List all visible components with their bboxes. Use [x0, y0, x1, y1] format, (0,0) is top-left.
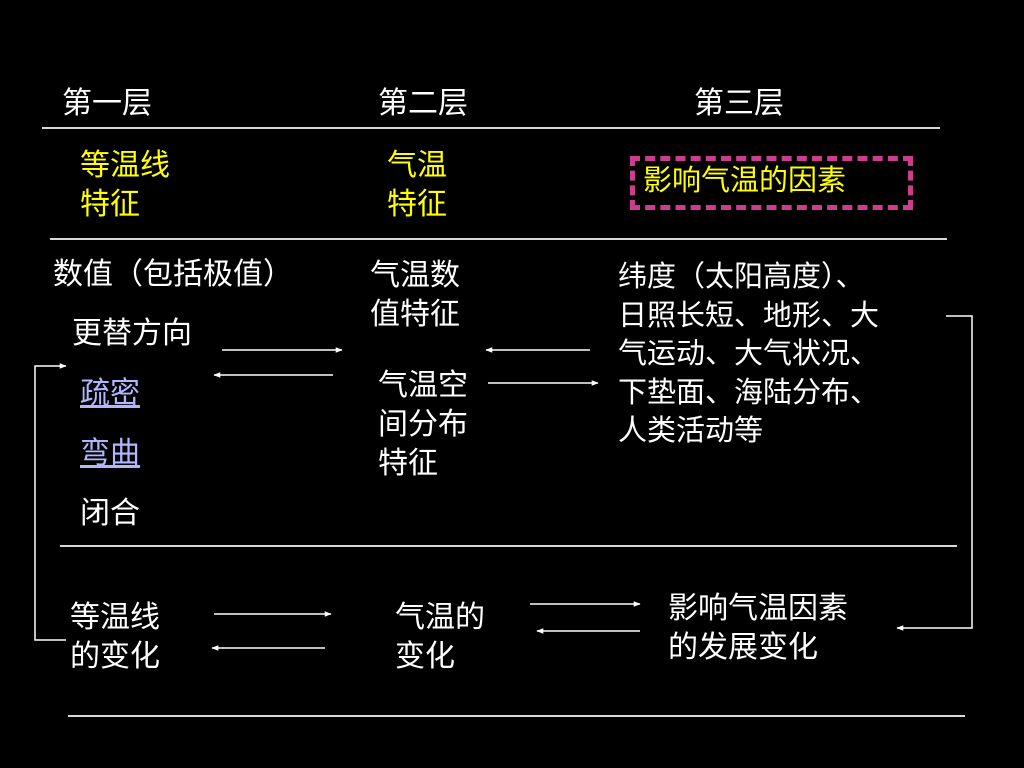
item-curvature-link[interactable]: 弯曲 — [80, 436, 140, 471]
isotherm-change: 等温线 的变化 — [70, 600, 160, 674]
factors-highlight-box — [630, 156, 913, 210]
temperature-features: 气温 特征 — [387, 148, 447, 222]
header-layer-1: 第一层 — [62, 86, 152, 121]
item-density-link[interactable]: 疏密 — [80, 376, 140, 411]
divider-line — [42, 127, 940, 129]
temp-spatial-features: 气温空 间分布 特征 — [378, 368, 468, 481]
temp-value-features: 气温数 值特征 — [370, 258, 460, 332]
divider-line — [50, 238, 947, 240]
item-direction: 更替方向 — [72, 316, 192, 351]
header-layer-3: 第三层 — [694, 86, 784, 121]
connector-right — [896, 315, 973, 631]
divider-line — [68, 715, 965, 717]
temperature-change: 气温的 变化 — [395, 600, 485, 674]
values-title: 数值（包括极值） — [53, 257, 293, 292]
temperature-factors-title: 影响气温的因素 — [643, 163, 847, 197]
item-closure: 闭合 — [80, 496, 140, 531]
isotherm-features: 等温线 特征 — [80, 148, 170, 222]
factors-list: 纬度（太阳高度）、 日照长短、地形、大 气运动、大气状况、 下垫面、海陆分布、 … — [618, 259, 880, 448]
divider-line — [60, 545, 957, 547]
connector-left — [34, 363, 67, 641]
factors-development: 影响气温因素 的发展变化 — [668, 591, 848, 665]
header-layer-2: 第二层 — [378, 86, 468, 121]
